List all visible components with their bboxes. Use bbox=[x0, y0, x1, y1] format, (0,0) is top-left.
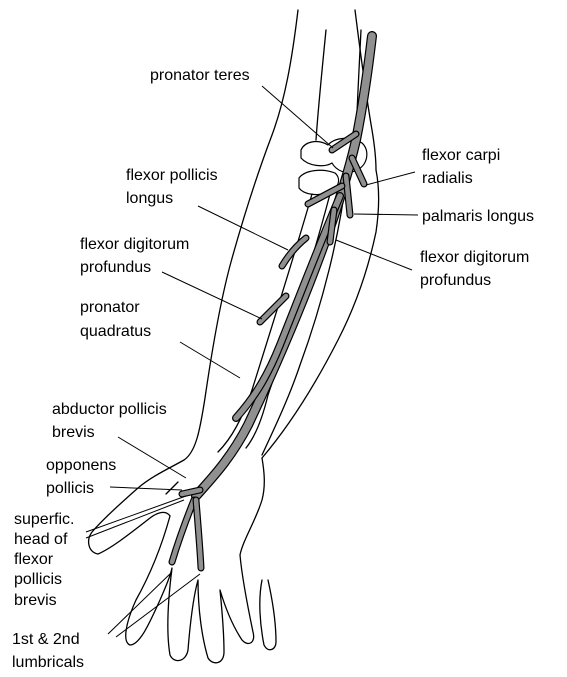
label-flexor-carpi-radialis: flexor carpi radialis bbox=[422, 147, 505, 187]
label-abductor-pollicis-brevis: abductor pollicis brevis bbox=[52, 401, 171, 441]
leader-superficial-head-fpb-1 bbox=[86, 496, 186, 532]
label-palmaris-longus: palmaris longus bbox=[422, 208, 534, 225]
label-opponens-pollicis: opponens pollicis bbox=[46, 457, 121, 497]
radius-bone bbox=[218, 194, 330, 452]
leader-flexor-digitorum-profundus-right bbox=[336, 240, 412, 270]
label-flexor-pollicis-longus: flexor pollicis longus bbox=[126, 167, 222, 207]
label-pronator-quadratus: pronator quadratus bbox=[80, 299, 151, 340]
branch-lumbrical-1-fill bbox=[172, 500, 194, 562]
wrist-crease bbox=[166, 482, 178, 494]
leader-flexor-digitorum-profundus-left bbox=[162, 272, 262, 319]
label-lumbricals: 1st & 2nd lumbricals bbox=[12, 631, 84, 671]
leader-pronator-teres bbox=[262, 86, 333, 148]
leader-lumbricals-1 bbox=[108, 572, 172, 634]
label-pronator-teres: pronator teres bbox=[150, 67, 250, 84]
bones bbox=[218, 30, 367, 455]
forearm-right-contour bbox=[262, 170, 379, 458]
median-nerve bbox=[172, 36, 372, 568]
leader-flexor-carpi-radialis bbox=[366, 172, 415, 185]
label-flexor-digitorum-profundus-left: flexor digitorum profundus bbox=[80, 236, 194, 276]
leader-flexor-pollicis-longus bbox=[198, 206, 288, 250]
thumb-outline bbox=[89, 460, 184, 554]
leader-pronator-quadratus bbox=[180, 342, 240, 378]
leader-abductor-pollicis-brevis bbox=[118, 437, 186, 478]
finger-four-outline bbox=[260, 580, 276, 650]
branch-flexor-pollicis-longus-fill bbox=[282, 238, 306, 266]
anterior-interosseous-branch-fill bbox=[236, 196, 340, 418]
leader-lumbricals-2 bbox=[116, 574, 200, 637]
label-flexor-digitorum-profundus-right: flexor digitorum profundus bbox=[420, 249, 534, 289]
label-superficial-head-fpb: superfic. head of flexor pollicis brevis bbox=[14, 511, 79, 609]
branch-flexor-digitorum-profundus-left-fill bbox=[260, 296, 286, 322]
leader-palmaris-longus bbox=[354, 214, 418, 215]
